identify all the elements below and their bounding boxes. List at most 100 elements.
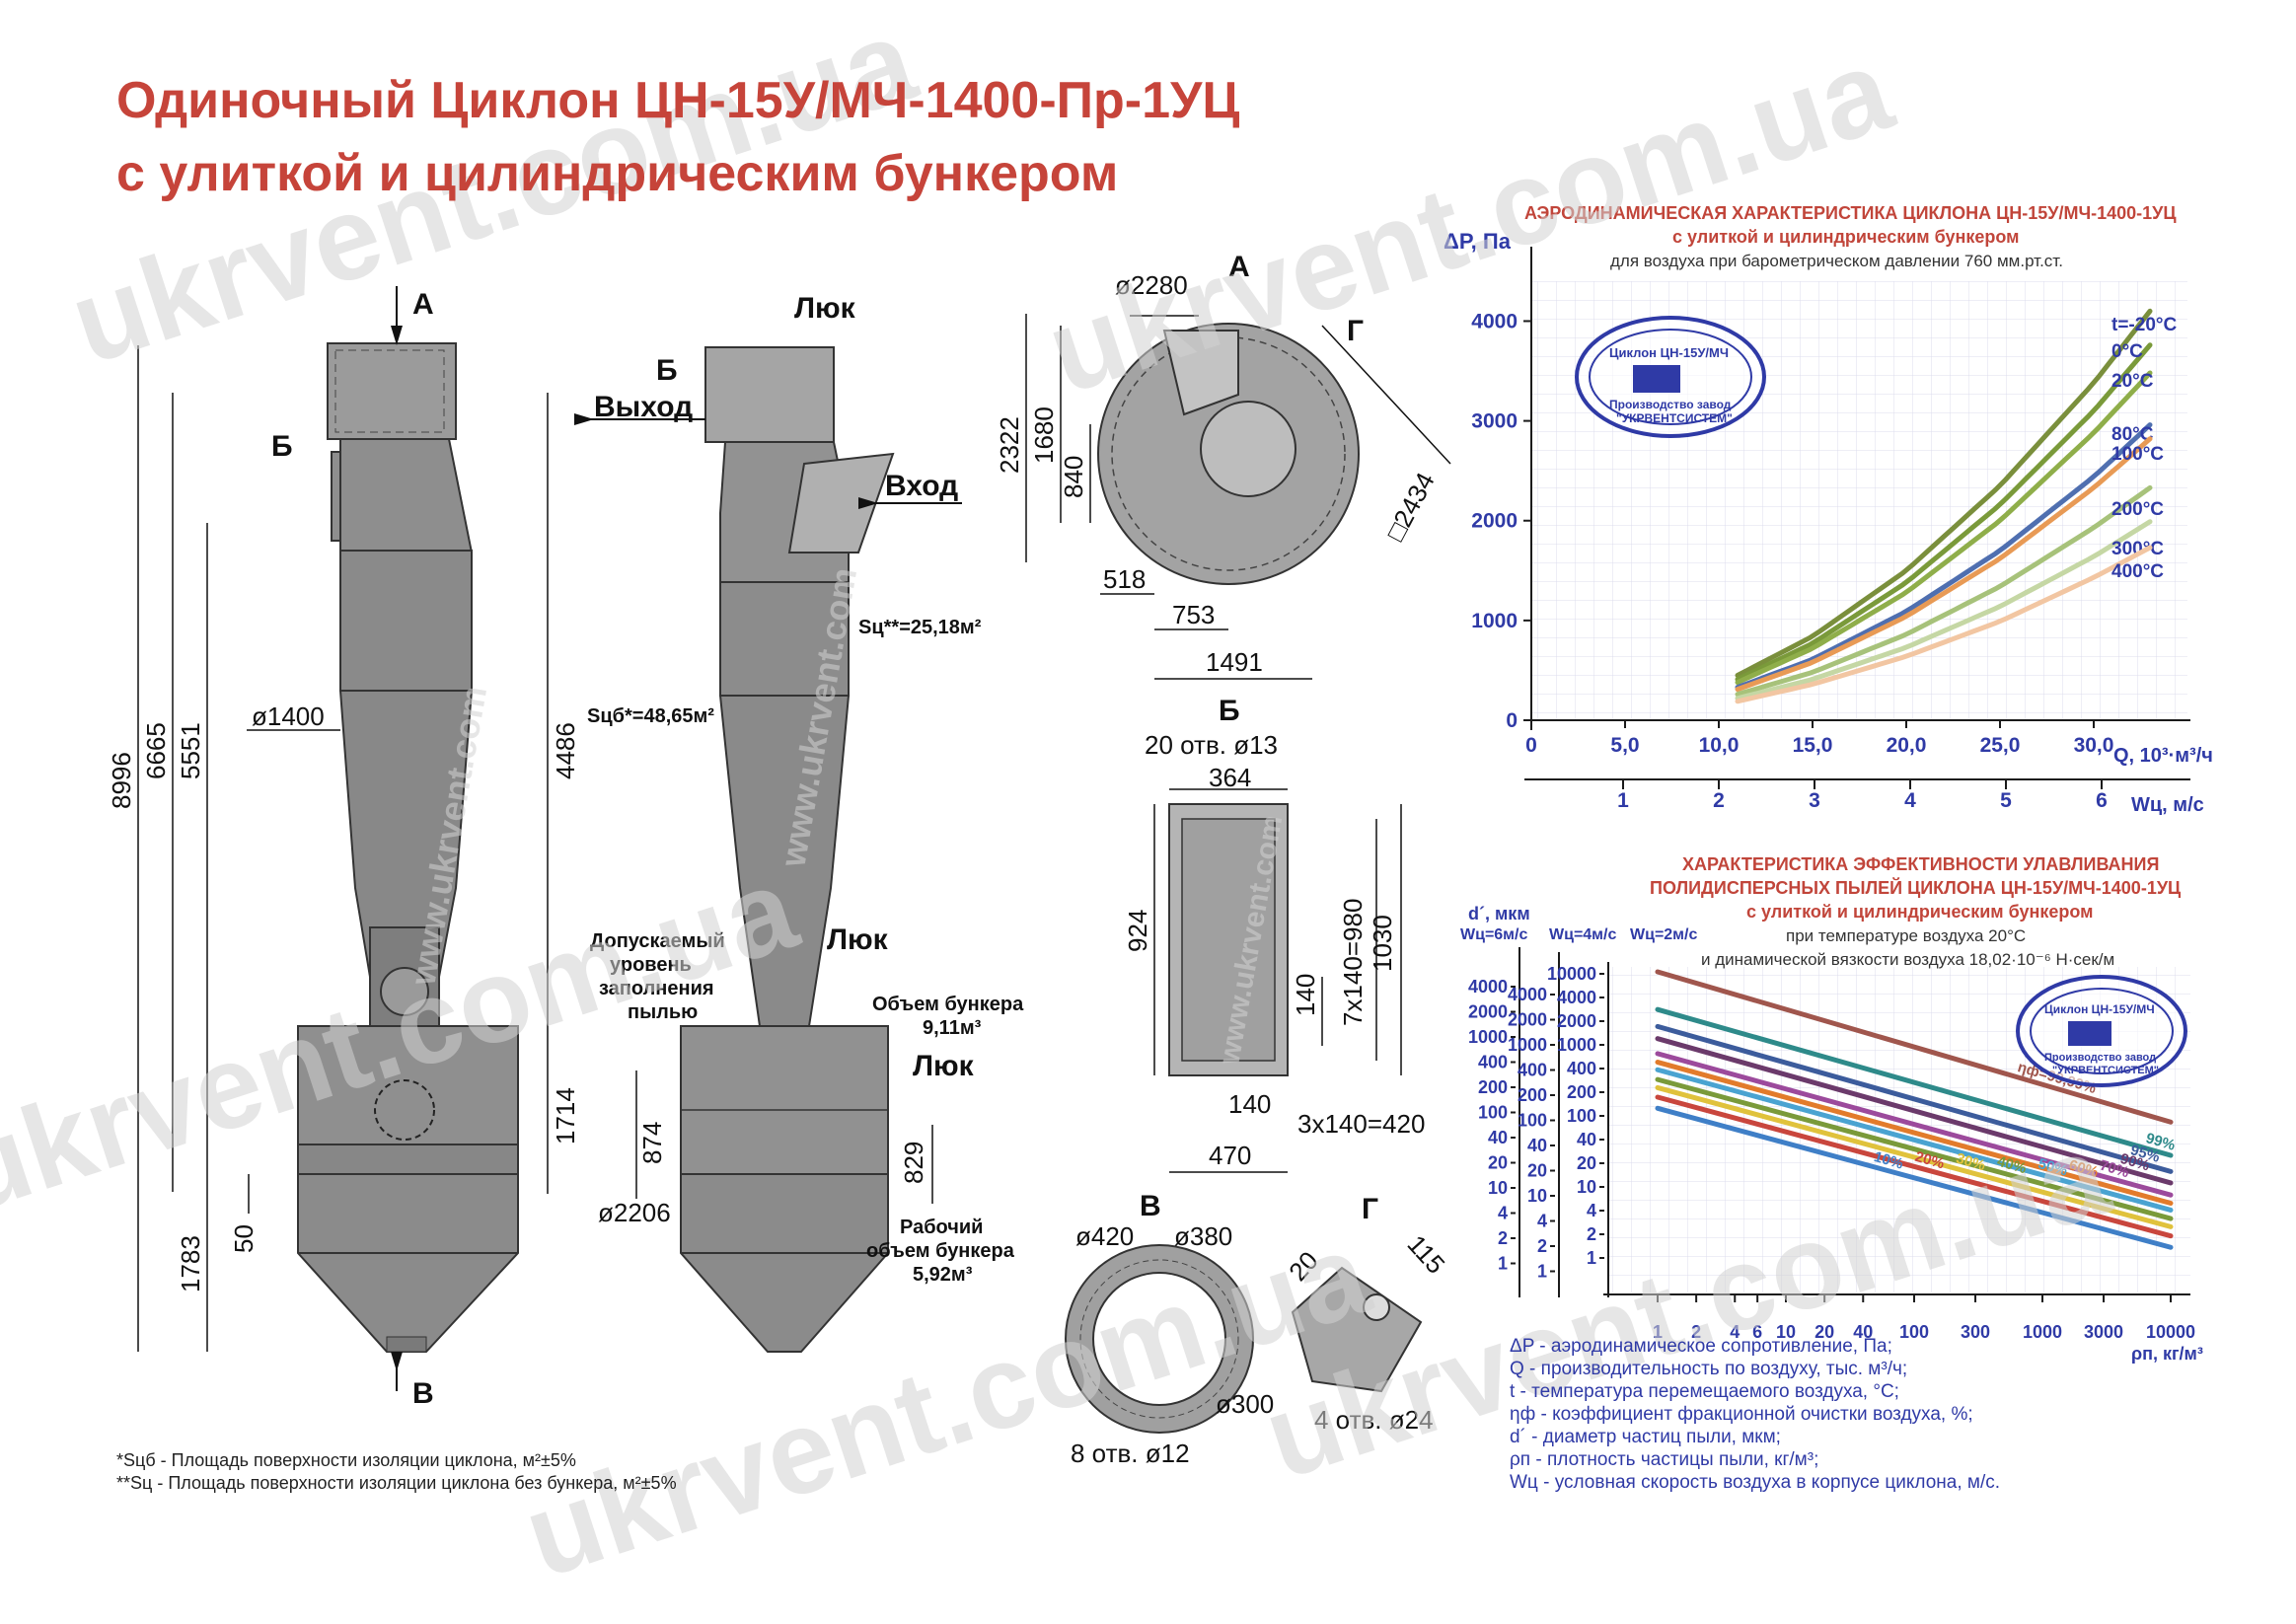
top-view-label: А [1228,251,1250,283]
top-view-a: А Г ø2280 2322 1680 840 518 753 1491 □24… [995,251,1451,680]
eff-scale-label: 100 [1478,1103,1508,1123]
eff-scale-label: 1000 [1508,1035,1547,1055]
s-cyclone-label: Sц**=25,18м² [858,617,982,638]
hatch-label-top: Люк [794,292,856,325]
aero-ylabel: ΔP, Па [1444,229,1512,254]
legend-item: ΔP - аэродинамическое сопротивление, Па; [1510,1336,1892,1357]
volume-label-2: 9,11м³ [923,1017,982,1039]
eff-title-3: с улиткой и цилиндрическим бункером [1746,902,2093,922]
aero-series-label: 20°C [2111,371,2154,392]
dim-5551: 5551 [176,722,205,779]
aero-x2-tick-label: 6 [2096,789,2108,812]
fill-note-3: заполнения [599,978,714,999]
aero-chart: АЭРОДИНАМИЧЕСКАЯ ХАРАКТЕРИСТИКА ЦИКЛОНА … [1444,203,2213,816]
eff-scale-label: 20 [1488,1153,1508,1173]
dim-1030: 1030 [1368,915,1397,972]
working-volume-1: Рабочий [900,1217,983,1238]
flange-v-label: В [1140,1190,1161,1222]
eff-scale-label: 10 [1527,1186,1547,1206]
flange-b: Б 20 отв. ø13 364 924 7x140=980 1030 140… [1123,695,1425,1173]
dim-50: 50 [229,1224,259,1253]
eff-scale-label: 400 [1518,1061,1547,1080]
dim-1783: 1783 [176,1235,205,1292]
dim-4486: 4486 [551,722,580,779]
eff-scale-label: 4 [1537,1212,1547,1231]
eff-scale-label: 40 [1488,1128,1508,1147]
hatch-label-mid: Люк [827,923,889,956]
aero-x-tick-label: 30,0 [2074,734,2114,757]
eff-scale-label: 100 [1518,1111,1547,1131]
aero-series-label: 200°C [2111,499,2164,520]
dim-924: 924 [1123,910,1152,952]
eff-sub-1: при температуре воздуха 20°С [1786,926,2026,945]
dim-d420: ø420 [1075,1221,1134,1251]
eff-series-line [1655,1094,2174,1239]
hatch-label-bottom: Люк [913,1050,975,1082]
eff-scale-label: 2 [1498,1228,1508,1248]
eff-scale-label: 4000 [1468,977,1508,997]
eff-x-tick-label: 10000 [2146,1322,2195,1342]
stamp-top-line3: "УКРВЕНТСИСТЕМ" [1616,411,1733,425]
eff-x-tick-label: 4 [1730,1322,1740,1342]
eff-series-line [1655,1060,2174,1207]
working-volume-2: объем бункера [866,1240,1015,1262]
flange-b-holes: 20 отв. ø13 [1145,730,1278,760]
eff-scale-label: 200 [1478,1077,1508,1097]
eff-scale-label: 2000 [1468,1002,1508,1022]
eff-scale-label: 1000 [1557,1035,1596,1055]
eff-title-1: ХАРАКТЕРИСТИКА ЭФФЕКТИВНОСТИ УЛАВЛИВАНИЯ [1682,854,2159,874]
dim-d380: ø380 [1174,1221,1232,1251]
dim-874: 874 [637,1122,667,1164]
aero-x2label: Wц, м/с [2131,794,2204,816]
dim-829: 829 [899,1142,928,1184]
dim-2322: 2322 [995,416,1024,474]
detail-g-label: Г [1362,1193,1378,1225]
aero-x2-tick-label: 5 [2000,789,2012,812]
eff-series-line [1655,1036,2174,1186]
dim-1491: 1491 [1206,647,1263,677]
legend-item: ρп - плотность частицы пыли, кг/м³; [1510,1449,1819,1470]
aero-x2-tick-label: 2 [1713,789,1725,812]
eff-scale-label: 2000 [1508,1010,1547,1030]
eff-scale-label: 1 [1498,1254,1508,1274]
eff-x-tick-label: 6 [1752,1322,1762,1342]
aero-title: АЭРОДИНАМИЧЕСКАЯ ХАРАКТЕРИСТИКА ЦИКЛОНА … [1524,203,2177,223]
eff-series-line [1655,1076,2174,1221]
legend-item: Q - производительность по воздуху, тыс. … [1510,1359,1908,1379]
aero-series-label: 400°C [2111,561,2164,582]
outlet-label: Выход [594,391,693,423]
eff-x-tick-label: 20 [1815,1322,1834,1342]
eff-x-tick-label: 40 [1853,1322,1873,1342]
eff-scale-label: 1000 [1468,1027,1508,1047]
fill-note-4: пылью [628,1001,698,1023]
eff-scale-label: 10 [1577,1177,1596,1197]
s-total-label: Sцб*=48,65м² [587,705,714,727]
aero-x-tick-label: 10,0 [1699,734,1740,757]
legend-item: d´ - диаметр частиц пыли, мкм; [1510,1427,1781,1447]
front-label-a: А [412,288,434,321]
dim-d2206: ø2206 [598,1198,671,1227]
aero-series-label: 300°C [2111,539,2164,559]
eff-scale-label: 200 [1518,1085,1547,1105]
eff-scale-label: 2 [1537,1236,1547,1256]
eff-series-line [1655,969,2174,1125]
dim-980: 7x140=980 [1338,899,1368,1026]
eff-scale-label: 100 [1567,1106,1596,1126]
legend-item: Wц - условная скорость воздуха в корпусе… [1510,1472,2001,1493]
dim-470: 470 [1209,1141,1251,1170]
eff-scale-label: 10000 [1547,964,1596,984]
aero-x-tick-label: 20,0 [1887,734,1927,757]
detail-g-mark: Г [1347,315,1364,347]
eff-w6: Wц=6м/с [1460,926,1527,943]
fill-note-1: Допускаемый [590,930,725,952]
eff-series-line [1655,1067,2174,1213]
aero-y-tick-label: 2000 [1471,510,1518,533]
eff-x-tick-label: 2 [1691,1322,1701,1342]
aero-x2-tick-label: 4 [1904,789,1916,812]
aero-y-tick-label: 3000 [1471,410,1518,433]
eff-series-line [1655,1006,2174,1158]
